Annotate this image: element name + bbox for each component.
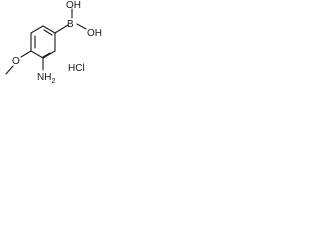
hydroxyl-label-top: OH (66, 0, 81, 11)
ring-bond-top-left (42, 25, 56, 34)
benzene-ring (30, 25, 56, 59)
ring-inner-bond-1 (43, 29, 53, 36)
bond-ring-to-boron (54, 24, 69, 34)
amino-label: NH2 (37, 72, 55, 85)
ring-bond-right-lower (42, 50, 56, 59)
methoxy-oxygen-label: O (12, 56, 20, 67)
molecule-diagram: B OH OH O NH2 HCl (5, 0, 102, 85)
bond-ring-to-methoxy-oxygen (20, 50, 32, 58)
ring-bond-top-right (30, 25, 44, 34)
boron-atom-label: B (67, 19, 74, 30)
ring-inner-bond-2 (42, 52, 51, 58)
amino-nh: NH (37, 72, 51, 83)
ring-bond-bottom-left (30, 50, 44, 59)
hydroxyl-label-right: OH (87, 28, 102, 39)
bond-methoxy-oxygen-to-methyl (5, 65, 14, 75)
amino-subscript: 2 (51, 78, 55, 85)
bond-boron-to-oh-right (76, 23, 87, 30)
salt-label: HCl (68, 63, 85, 74)
